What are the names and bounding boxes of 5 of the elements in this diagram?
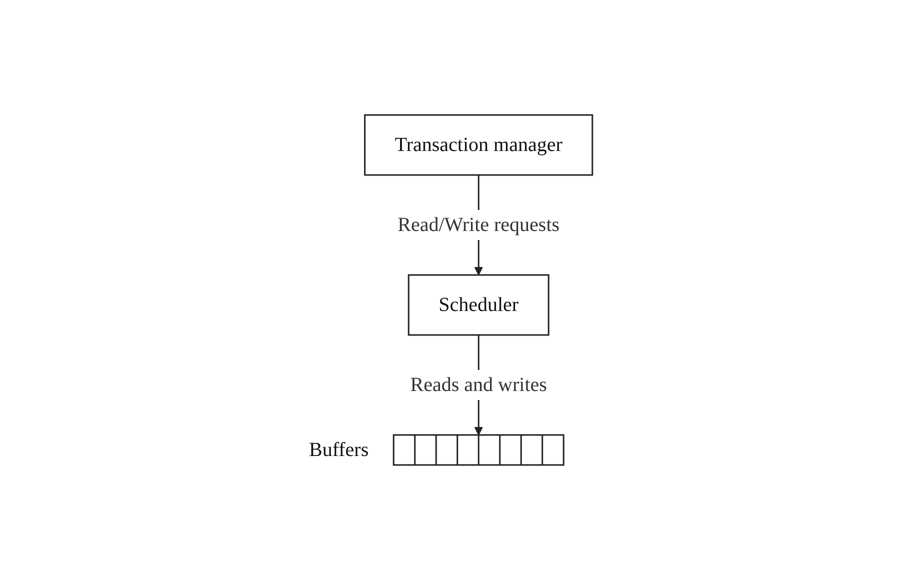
- edge-label: Read/Write requests: [397, 214, 560, 236]
- edge-label: Reads and writes: [410, 373, 547, 396]
- node-label: Buffers: [308, 438, 368, 460]
- node-box: Scheduler: [408, 274, 550, 336]
- node-box: Transaction manager: [364, 114, 593, 176]
